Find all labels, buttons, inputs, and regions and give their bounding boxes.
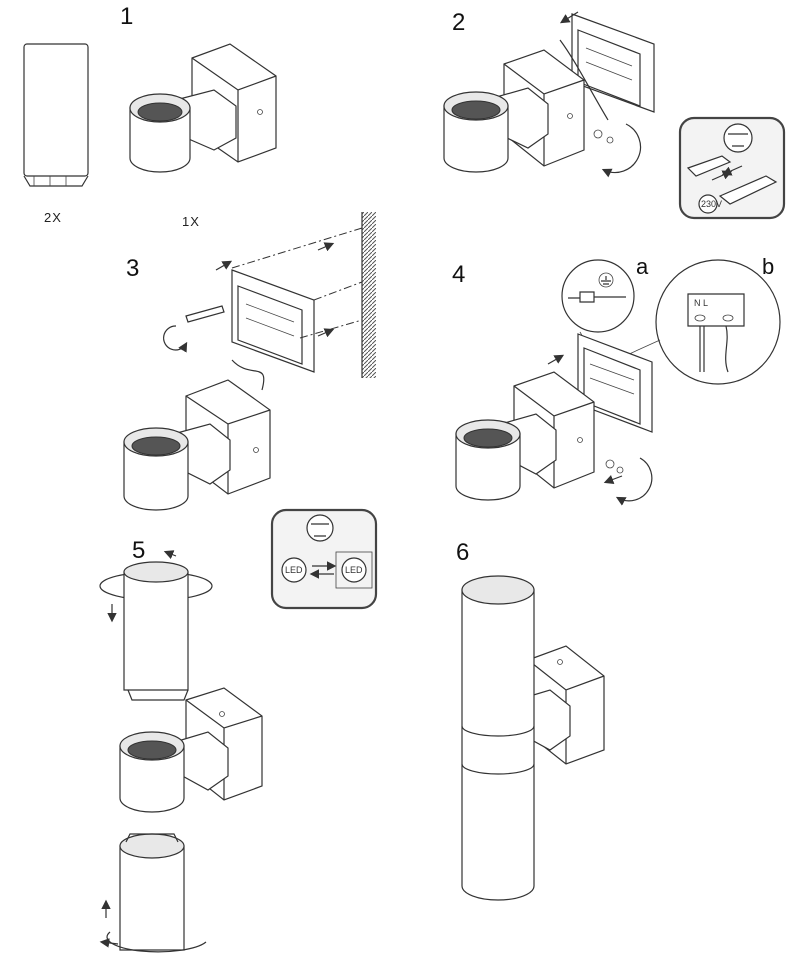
step-2-number: 2	[452, 9, 465, 36]
step-3: 3	[123, 212, 376, 511]
led-label-new: LED	[345, 565, 363, 575]
step-2: 2	[443, 9, 786, 220]
earth-ground-icon	[598, 272, 614, 288]
cable	[231, 359, 265, 391]
installer-info-box: 230V	[678, 116, 786, 220]
technician-icon-2	[306, 514, 334, 542]
lamp-quantity: 1X	[182, 214, 200, 229]
wall-plate-4	[577, 333, 653, 433]
step-4-number: 4	[452, 261, 465, 288]
substep-b-label: b	[762, 254, 774, 279]
step-1: 1 2X 1X	[23, 3, 277, 229]
screw-4	[603, 457, 653, 506]
technician-icon	[723, 123, 753, 153]
lamp-body-4	[455, 371, 595, 501]
glass-diffuser-lower	[99, 833, 207, 953]
substep-a-label: a	[636, 254, 649, 279]
step-5-number: 5	[132, 537, 145, 564]
step-6: 6	[456, 539, 605, 901]
lamp-body-3	[123, 379, 271, 511]
wall-plate-3	[231, 269, 315, 373]
wall-plate	[559, 13, 655, 121]
step-4: 4 a b N L	[452, 254, 781, 506]
voltage-label: 230V	[701, 199, 722, 209]
step-1-number: 1	[120, 3, 133, 30]
led-info-box: LED LED	[270, 508, 378, 610]
glass-diffuser-upper	[99, 550, 213, 701]
step-3-number: 3	[126, 255, 139, 282]
terminal-detail-circle: N L	[615, 259, 781, 385]
glass-diffuser	[23, 43, 89, 187]
wall	[362, 212, 376, 378]
step-6-number: 6	[456, 539, 469, 566]
screw-rotate	[593, 123, 642, 178]
led-label-old: LED	[285, 565, 303, 575]
lamp-body-2	[443, 49, 585, 173]
lamp-body-5	[119, 687, 263, 813]
pull-arrow-icon	[559, 11, 579, 24]
terminal-labels: N L	[694, 298, 708, 308]
glass-quantity: 2X	[44, 210, 62, 225]
swap-arrows-icon	[309, 561, 337, 579]
screw-3	[163, 305, 225, 353]
lamp-body	[129, 43, 277, 173]
mounted-lamp	[461, 575, 605, 901]
step-5: 5 LED LED	[99, 508, 378, 953]
